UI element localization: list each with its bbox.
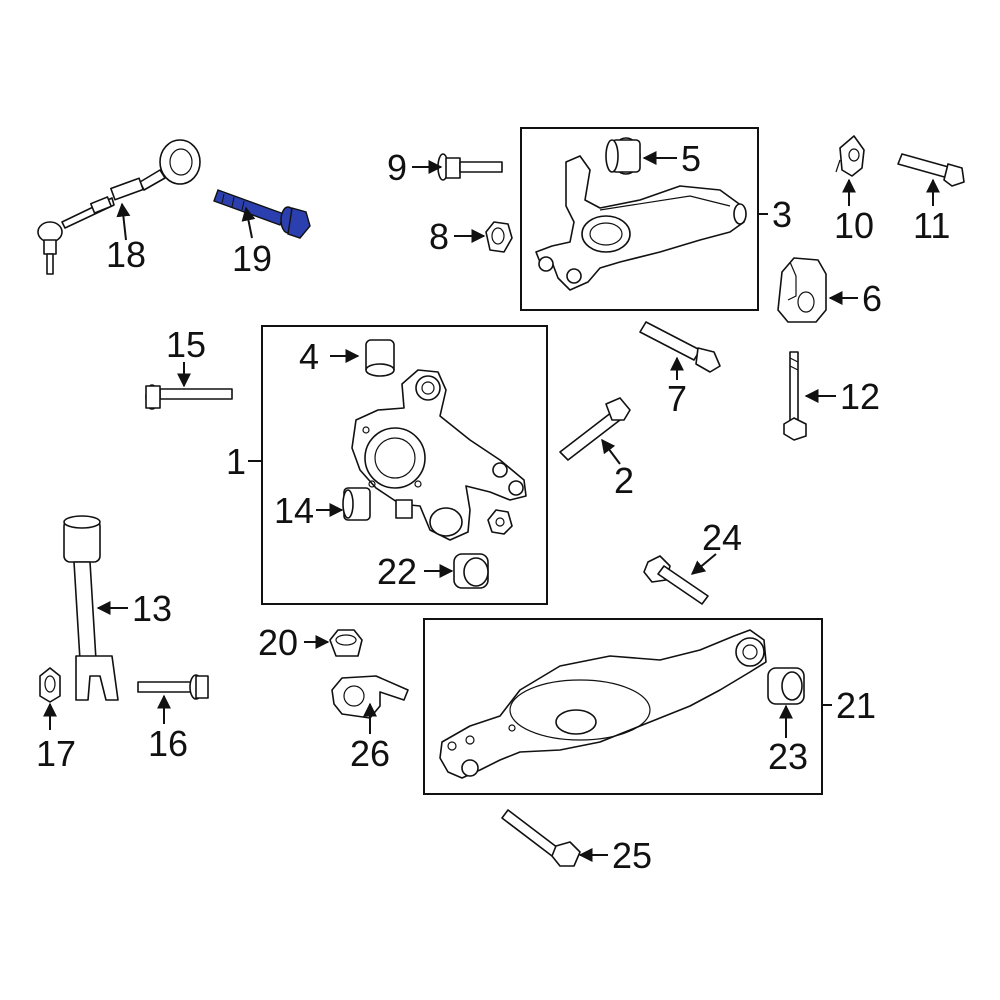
part-6-bushing-block[interactable] (777, 257, 827, 323)
callout-13: 13 (132, 588, 172, 629)
callout-9: 9 (387, 147, 407, 188)
part-1-knuckle[interactable] (351, 369, 527, 541)
callout-5: 5 (681, 138, 701, 179)
callout-1: 1 (226, 441, 246, 482)
lower-arm-group-frame (423, 618, 823, 795)
callout-21: 21 (836, 685, 876, 726)
part-5-bushing[interactable] (605, 137, 641, 175)
part-16-bolt[interactable] (137, 674, 209, 700)
callout-18: 18 (106, 234, 146, 275)
part-12-bolt[interactable] (783, 351, 807, 441)
part-7-bolt[interactable] (639, 321, 721, 373)
part-19-bolt-highlighted[interactable] (213, 189, 311, 239)
callout-25: 25 (612, 835, 652, 876)
callout-11: 11 (913, 205, 950, 246)
part-14-bushing[interactable] (342, 487, 371, 521)
callout-12: 12 (840, 376, 880, 417)
part-4-bushing[interactable] (365, 339, 395, 377)
part-24-bolt[interactable] (643, 555, 709, 605)
callout-17: 17 (36, 733, 76, 774)
part-22-bushing[interactable] (453, 553, 489, 589)
part-10-clip[interactable] (835, 135, 865, 177)
part-26-bracket[interactable] (331, 675, 409, 719)
callout-22: 22 (377, 551, 417, 592)
callout-3: 3 (772, 194, 792, 235)
knuckle-group-frame (261, 325, 548, 605)
callout-19: 19 (232, 238, 272, 279)
part-23-bushing[interactable] (767, 667, 805, 705)
part-15-bolt[interactable] (145, 384, 233, 410)
callout-7: 7 (667, 378, 687, 419)
callout-2: 2 (614, 460, 634, 501)
part-18-toe-link[interactable] (37, 139, 201, 275)
callout-20: 20 (258, 622, 298, 663)
part-3-upper-control-arm[interactable] (535, 155, 747, 291)
callout-6: 6 (862, 278, 882, 319)
callout-16: 16 (148, 723, 188, 764)
upper-arm-group-frame (520, 127, 759, 311)
part-17-nut[interactable] (39, 667, 61, 703)
callout-23: 23 (768, 736, 808, 777)
part-13-trailing-link[interactable] (63, 515, 119, 701)
callout-26: 26 (350, 733, 390, 774)
callout-15: 15 (166, 324, 206, 365)
part-2-bolt[interactable] (559, 397, 631, 461)
part-25-bolt[interactable] (501, 809, 581, 867)
part-8-nut[interactable] (485, 221, 513, 253)
part-11-bolt[interactable] (897, 153, 965, 187)
callout-14: 14 (274, 490, 314, 531)
callout-10: 10 (834, 205, 874, 246)
part-21-lower-control-arm[interactable] (439, 629, 767, 779)
part-9-flange-bolt[interactable] (437, 153, 503, 181)
callout-4: 4 (299, 336, 319, 377)
knuckle-nut[interactable] (487, 509, 513, 535)
callout-8: 8 (429, 216, 449, 257)
callout-24: 24 (702, 517, 742, 558)
part-20-nut[interactable] (329, 629, 363, 657)
